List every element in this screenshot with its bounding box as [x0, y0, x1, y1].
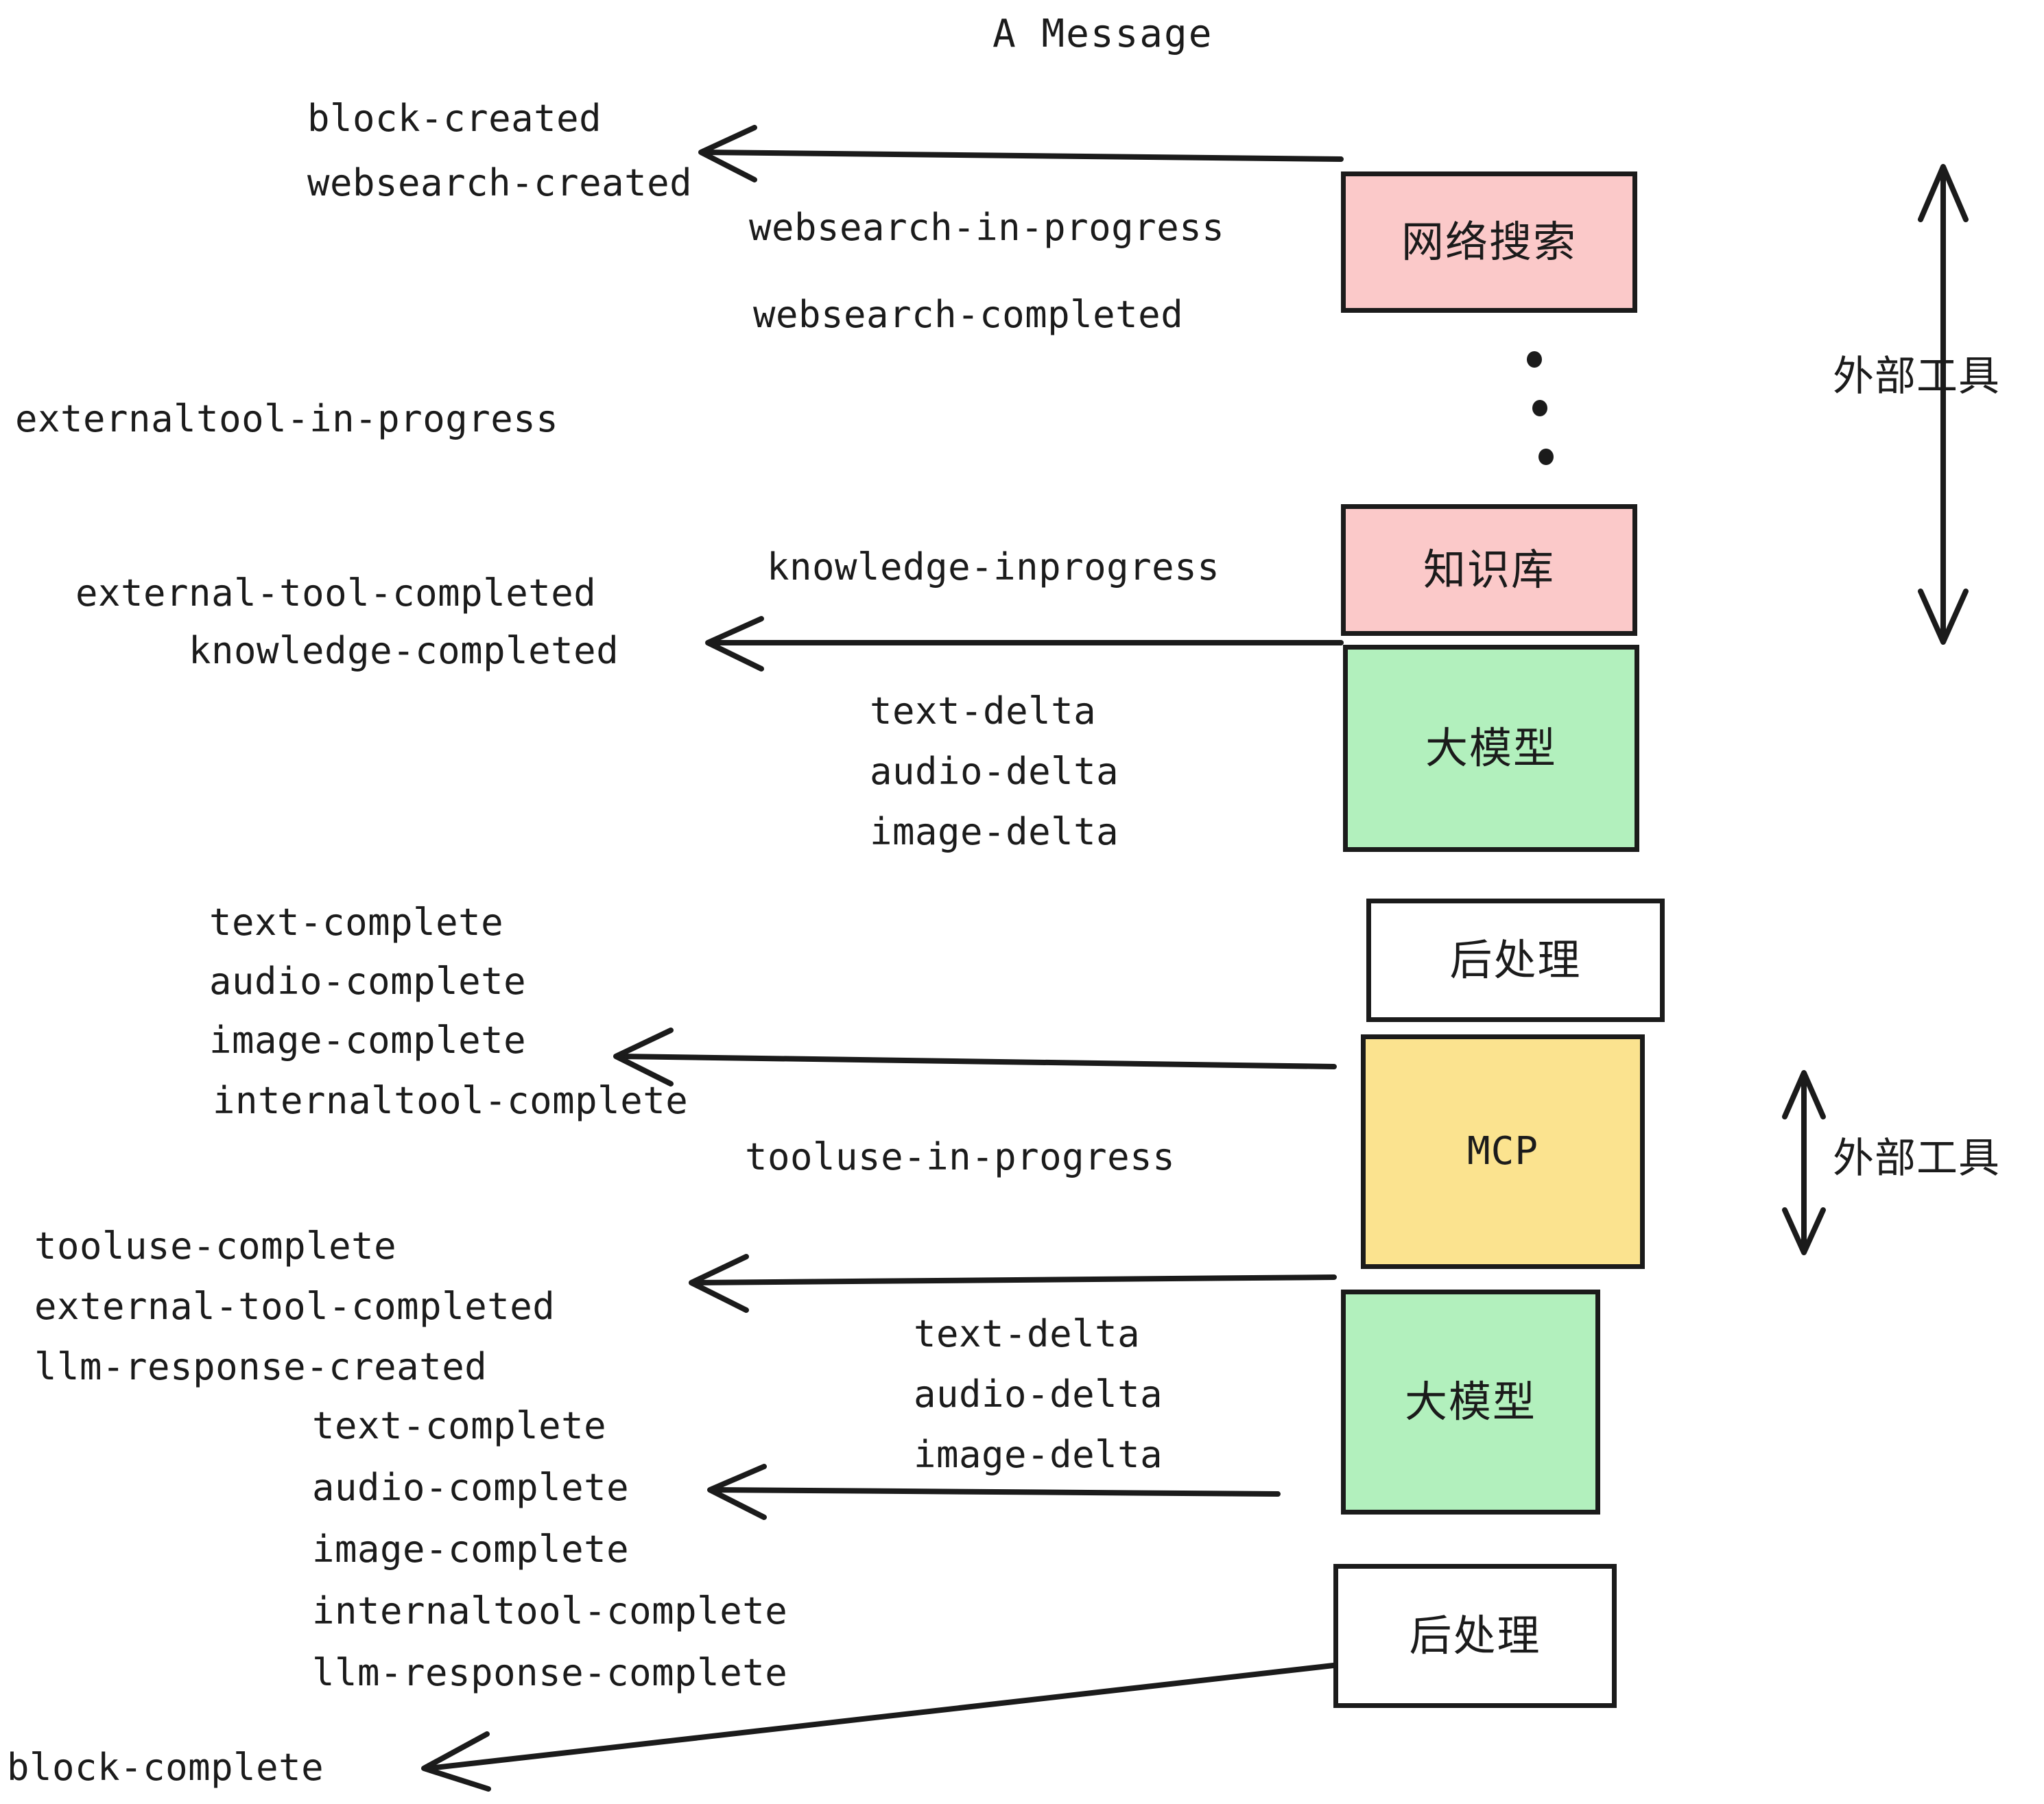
event-external-tool-completed-1: external-tool-completed — [75, 571, 597, 615]
event-text-delta-2: text-delta — [914, 1312, 1141, 1355]
event-block-created: block-created — [307, 97, 602, 140]
event-text-delta-1: text-delta — [870, 689, 1097, 733]
event-tooluse-in-progress: tooluse-in-progress — [745, 1135, 1176, 1178]
event-image-complete-2: image-complete — [312, 1528, 630, 1571]
box-websearch-label: 网络搜索 — [1401, 217, 1577, 267]
event-externaltool-in-progress: externaltool-in-progress — [15, 397, 559, 440]
arrow-mcp-to-tooluse-complete — [693, 1274, 1337, 1285]
arrow-websearch-to-block-created — [702, 150, 1344, 162]
box-postprocess-top-label: 后处理 — [1449, 935, 1582, 985]
event-websearch-in-progress: websearch-in-progress — [749, 206, 1225, 249]
side-label-external-tools-bottom: 外部工具 — [1833, 1135, 2000, 1183]
event-image-delta-1: image-delta — [870, 810, 1119, 853]
event-websearch-created: websearch-created — [307, 161, 693, 204]
box-mcp-label: MCP — [1466, 1129, 1539, 1174]
side-label-external-tools-top: 外部工具 — [1833, 353, 2000, 401]
box-websearch[interactable]: 网络搜索 — [1341, 171, 1637, 313]
event-image-complete-1: image-complete — [209, 1019, 527, 1062]
box-llm-top[interactable]: 大模型 — [1343, 645, 1639, 852]
box-postprocess-top[interactable]: 后处理 — [1366, 899, 1665, 1022]
box-knowledge[interactable]: 知识库 — [1341, 504, 1637, 636]
event-llm-response-created: llm-response-created — [34, 1345, 488, 1388]
box-knowledge-label: 知识库 — [1423, 545, 1555, 595]
event-external-tool-completed-2: external-tool-completed — [34, 1285, 556, 1328]
box-mcp[interactable]: MCP — [1361, 1034, 1645, 1269]
arrow-postprocess-to-image-complete — [618, 1054, 1337, 1069]
arrow-llm-to-audio-complete — [712, 1487, 1281, 1497]
event-text-complete-2: text-complete — [312, 1404, 607, 1447]
event-audio-complete-1: audio-complete — [209, 960, 527, 1003]
page-title: A Message — [993, 12, 1213, 56]
event-llm-response-complete: llm-response-complete — [312, 1651, 788, 1694]
event-text-complete-1: text-complete — [209, 901, 504, 944]
event-internaltool-complete-2: internaltool-complete — [312, 1589, 788, 1633]
box-llm-bottom-label: 大模型 — [1404, 1377, 1536, 1427]
event-audio-complete-2: audio-complete — [312, 1466, 630, 1509]
event-knowledge-inprogress: knowledge-inprogress — [767, 545, 1220, 589]
box-llm-bottom[interactable]: 大模型 — [1341, 1290, 1600, 1515]
event-websearch-completed: websearch-completed — [753, 293, 1184, 336]
ellipsis-dot-icon — [1538, 449, 1554, 465]
event-block-complete: block-complete — [7, 1746, 324, 1789]
event-audio-delta-1: audio-delta — [870, 750, 1119, 793]
event-audio-delta-2: audio-delta — [914, 1373, 1163, 1416]
event-image-delta-2: image-delta — [914, 1433, 1163, 1476]
box-postprocess-bottom-label: 后处理 — [1409, 1611, 1541, 1661]
ellipsis-dot-icon — [1532, 400, 1547, 416]
ellipsis-dot-icon — [1527, 351, 1542, 368]
box-llm-top-label: 大模型 — [1425, 723, 1557, 773]
event-internaltool-complete-1: internaltool-complete — [213, 1079, 689, 1122]
box-postprocess-bottom[interactable]: 后处理 — [1333, 1564, 1617, 1708]
event-knowledge-completed: knowledge-completed — [189, 629, 619, 672]
event-tooluse-complete: tooluse-complete — [34, 1224, 397, 1268]
